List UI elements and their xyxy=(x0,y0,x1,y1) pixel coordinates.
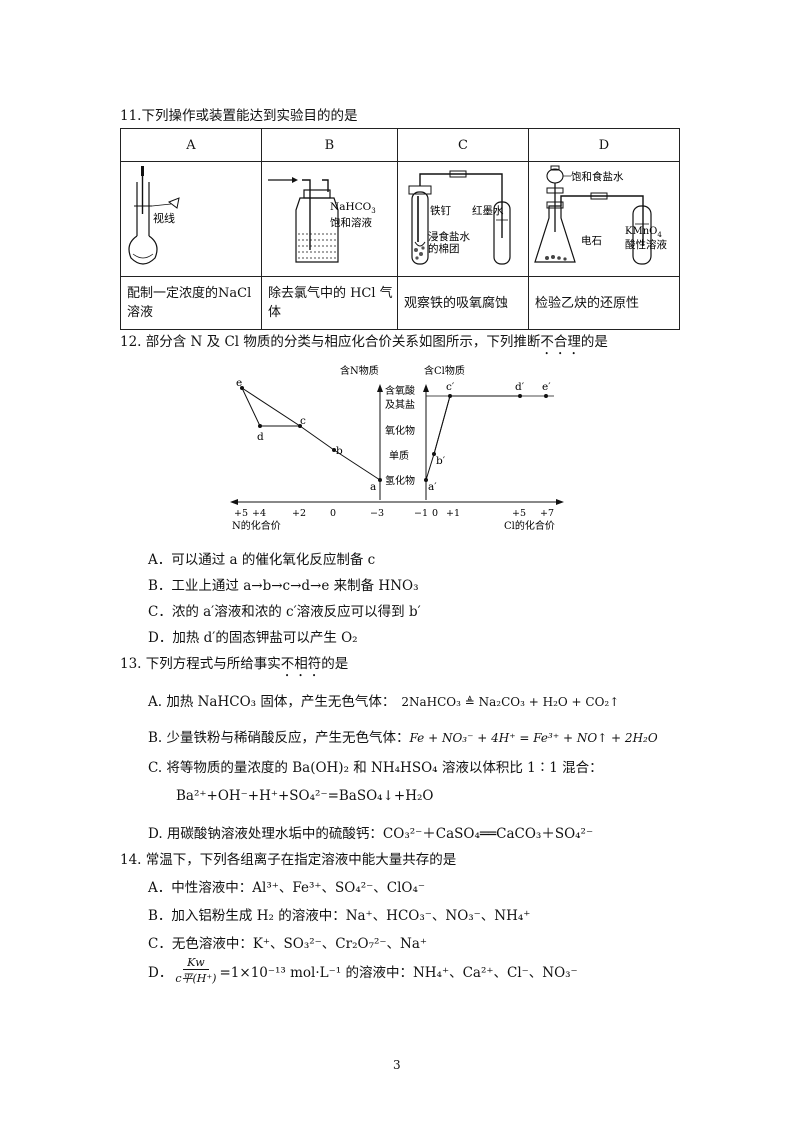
cl-tick-plus7: +7 xyxy=(540,508,554,519)
label-a-prime: a′ xyxy=(428,481,437,493)
q12-option-c: C．浓的 a′溶液和浓的 c′溶液反应可以得到 b′ xyxy=(148,604,421,620)
label-d-prime: d′ xyxy=(515,381,525,393)
iron-corrosion-diagram: 铁钉 红墨水 浸食盐水 的棉团 xyxy=(408,170,511,265)
cat-element: 单质 xyxy=(389,450,409,462)
label-c: c xyxy=(300,415,306,427)
q13-option-c: C. 将等物质的量浓度的 Ba(OH)₂ 和 NH₄HSO₄ 溶液以体积比 1∶… xyxy=(148,760,603,776)
q14-option-b: B．加入铝粉生成 H₂ 的溶液中：Na⁺、HCO₃⁻、NO₃⁻、NH₄⁺ xyxy=(148,908,531,924)
label-e: e xyxy=(236,377,242,389)
salt-cotton-label-2: 的棉团 xyxy=(428,242,460,255)
purpose-d: 检验乙炔的还原性 xyxy=(527,276,681,330)
q13-option-b: B. 少量铁粉与稀硝酸反应，产生无色气体：Fe + NO₃⁻ + 4H⁺ = F… xyxy=(148,730,658,746)
q13-equation-a: 2NaHCO₃ ≜ Na₂CO₃ + H₂O + CO₂↑ xyxy=(401,695,620,709)
cl-tick-plus5: +5 xyxy=(512,508,526,519)
point-e-prime xyxy=(544,394,548,398)
purpose-c: 观察铁的吸氧腐蚀 xyxy=(396,276,529,330)
cell-d-image: 饱和食盐水 电石 KMnO4 酸性溶液 xyxy=(527,161,681,277)
purpose-a: 配制一定浓度的NaCl 溶液 xyxy=(120,276,262,330)
label-d: d xyxy=(257,431,264,443)
q12-option-b: B．工业上通过 a→b→c→d→e 来制备 HNO₃ xyxy=(148,578,419,594)
n-tick-plus2: +2 xyxy=(292,508,306,519)
nahco3-label: NaHCO3 xyxy=(330,201,376,215)
iron-nail-label: 铁钉 xyxy=(430,204,451,217)
n-tick-plus4: +4 xyxy=(252,508,266,519)
purpose-b: 除去氯气中的 HCl 气体 xyxy=(260,276,398,330)
label-e-prime: e′ xyxy=(542,381,551,393)
cl-axis-label: Cl的化合价 xyxy=(504,519,555,532)
point-d xyxy=(258,424,262,428)
salt-cotton-label-1: 浸食盐水 xyxy=(428,230,470,243)
n-tick-minus3: −3 xyxy=(370,508,384,519)
q13-stem: 13. 下列方程式与所给事实不相符的是 xyxy=(120,656,349,672)
point-c-prime xyxy=(448,394,452,398)
point-a xyxy=(378,478,382,482)
saturated-solution-label: 饱和溶液 xyxy=(330,216,372,229)
label-c-prime: c′ xyxy=(446,381,455,393)
volumetric-flask-diagram: 视线 xyxy=(128,166,180,265)
q14-option-d: D． Kw c平(H⁺) =1×10⁻¹³ mol·L⁻¹ 的溶液中：NH₄⁺、… xyxy=(148,956,578,985)
cell-a-image: 视线 xyxy=(120,161,262,277)
n-tick-plus5: +5 xyxy=(234,508,248,519)
header-a: A xyxy=(120,128,262,162)
acetylene-test-diagram: 饱和食盐水 电石 KMnO4 酸性溶液 xyxy=(534,165,667,265)
q14-stem: 14. 常温下，下列各组离子在指定溶液中能大量共存的是 xyxy=(120,852,457,868)
q13-equation-b: Fe + NO₃⁻ + 4H⁺ = Fe³⁺ + NO↑ + 2H₂O xyxy=(409,731,658,745)
point-b xyxy=(332,448,336,452)
q14-option-c: C．无色溶液中：K⁺、SO₃²⁻、Cr₂O₇²⁻、Na⁺ xyxy=(148,936,428,952)
q11-options-table: A B C D 视线 xyxy=(120,128,681,330)
page-number: 3 xyxy=(393,1058,401,1072)
cell-b-image: NaHCO3 饱和溶液 xyxy=(260,161,398,277)
point-a-prime xyxy=(424,478,428,482)
gas-washing-bottle-diagram: NaHCO3 饱和溶液 xyxy=(268,177,376,263)
point-c xyxy=(298,424,302,428)
q12-option-d: D．加热 d′的固态钾盐可以产生 O₂ xyxy=(148,630,358,646)
n-axis-title: 含N物质 xyxy=(340,364,379,377)
q13-option-a: A. 加热 NaHCO₃ 固体，产生无色气体：2NaHCO₃ ≜ Na₂CO₃ … xyxy=(148,694,620,710)
cl-tick-zero: 0 xyxy=(432,508,438,519)
acidic-solution-label: 酸性溶液 xyxy=(625,238,667,251)
q11-stem: 11.下列操作或装置能达到实验目的的是 xyxy=(120,108,358,124)
cat-oxyacid: 含氧酸 xyxy=(385,384,415,397)
q12-stem: 12. 部分含 N 及 Cl 物质的分类与相应化合价关系如图所示，下列推断不合理… xyxy=(120,334,608,350)
cl-axis-title: 含Cl物质 xyxy=(424,364,465,377)
cell-c-image: 铁钉 红墨水 浸食盐水 的棉团 xyxy=(396,161,529,277)
q12-option-a: A．可以通过 a 的催化氧化反应制备 c xyxy=(148,552,376,568)
label-b: b xyxy=(336,445,343,457)
point-e xyxy=(240,386,244,390)
n-axis-label: N的化合价 xyxy=(232,519,281,532)
q13-option-d: D. 用碳酸钠溶液处理水垢中的硫酸钙：CO₃²⁻＋CaSO₄══CaCO₃＋SO… xyxy=(148,826,594,842)
header-b: B xyxy=(260,128,398,162)
kmno4-label: KMnO4 xyxy=(625,226,662,239)
header-c: C xyxy=(396,128,529,162)
label-b-prime: b′ xyxy=(436,455,446,467)
sight-line-label: 视线 xyxy=(153,211,175,225)
cat-oxide: 氧化物 xyxy=(385,424,415,437)
point-b-prime xyxy=(432,452,436,456)
red-ink-label: 红墨水 xyxy=(472,204,504,217)
cat-salt: 及其盐 xyxy=(385,398,415,411)
header-d: D xyxy=(527,128,681,162)
valence-diagram: 含N物质 含Cl物质 含氧酸 及其盐 氧化物 单质 氢化物 e d c b a … xyxy=(230,364,564,532)
q13-equation-c: Ba²⁺+OH⁻+H⁺+SO₄²⁻=BaSO₄↓+H₂O xyxy=(176,788,434,804)
n-tick-zero: 0 xyxy=(330,508,336,519)
q14-option-a: A．中性溶液中：Al³⁺、Fe³⁺、SO₄²⁻、ClO₄⁻ xyxy=(148,880,426,896)
saturated-brine-label: 饱和食盐水 xyxy=(571,170,624,183)
cl-tick-minus1: −1 xyxy=(414,508,428,519)
cat-hydride: 氢化物 xyxy=(385,474,415,487)
label-a: a xyxy=(370,481,376,493)
calcium-carbide-label: 电石 xyxy=(581,234,602,247)
point-d-prime xyxy=(518,394,522,398)
cl-tick-plus1: +1 xyxy=(446,508,460,519)
kw-fraction: Kw c平(H⁺) xyxy=(175,956,217,985)
